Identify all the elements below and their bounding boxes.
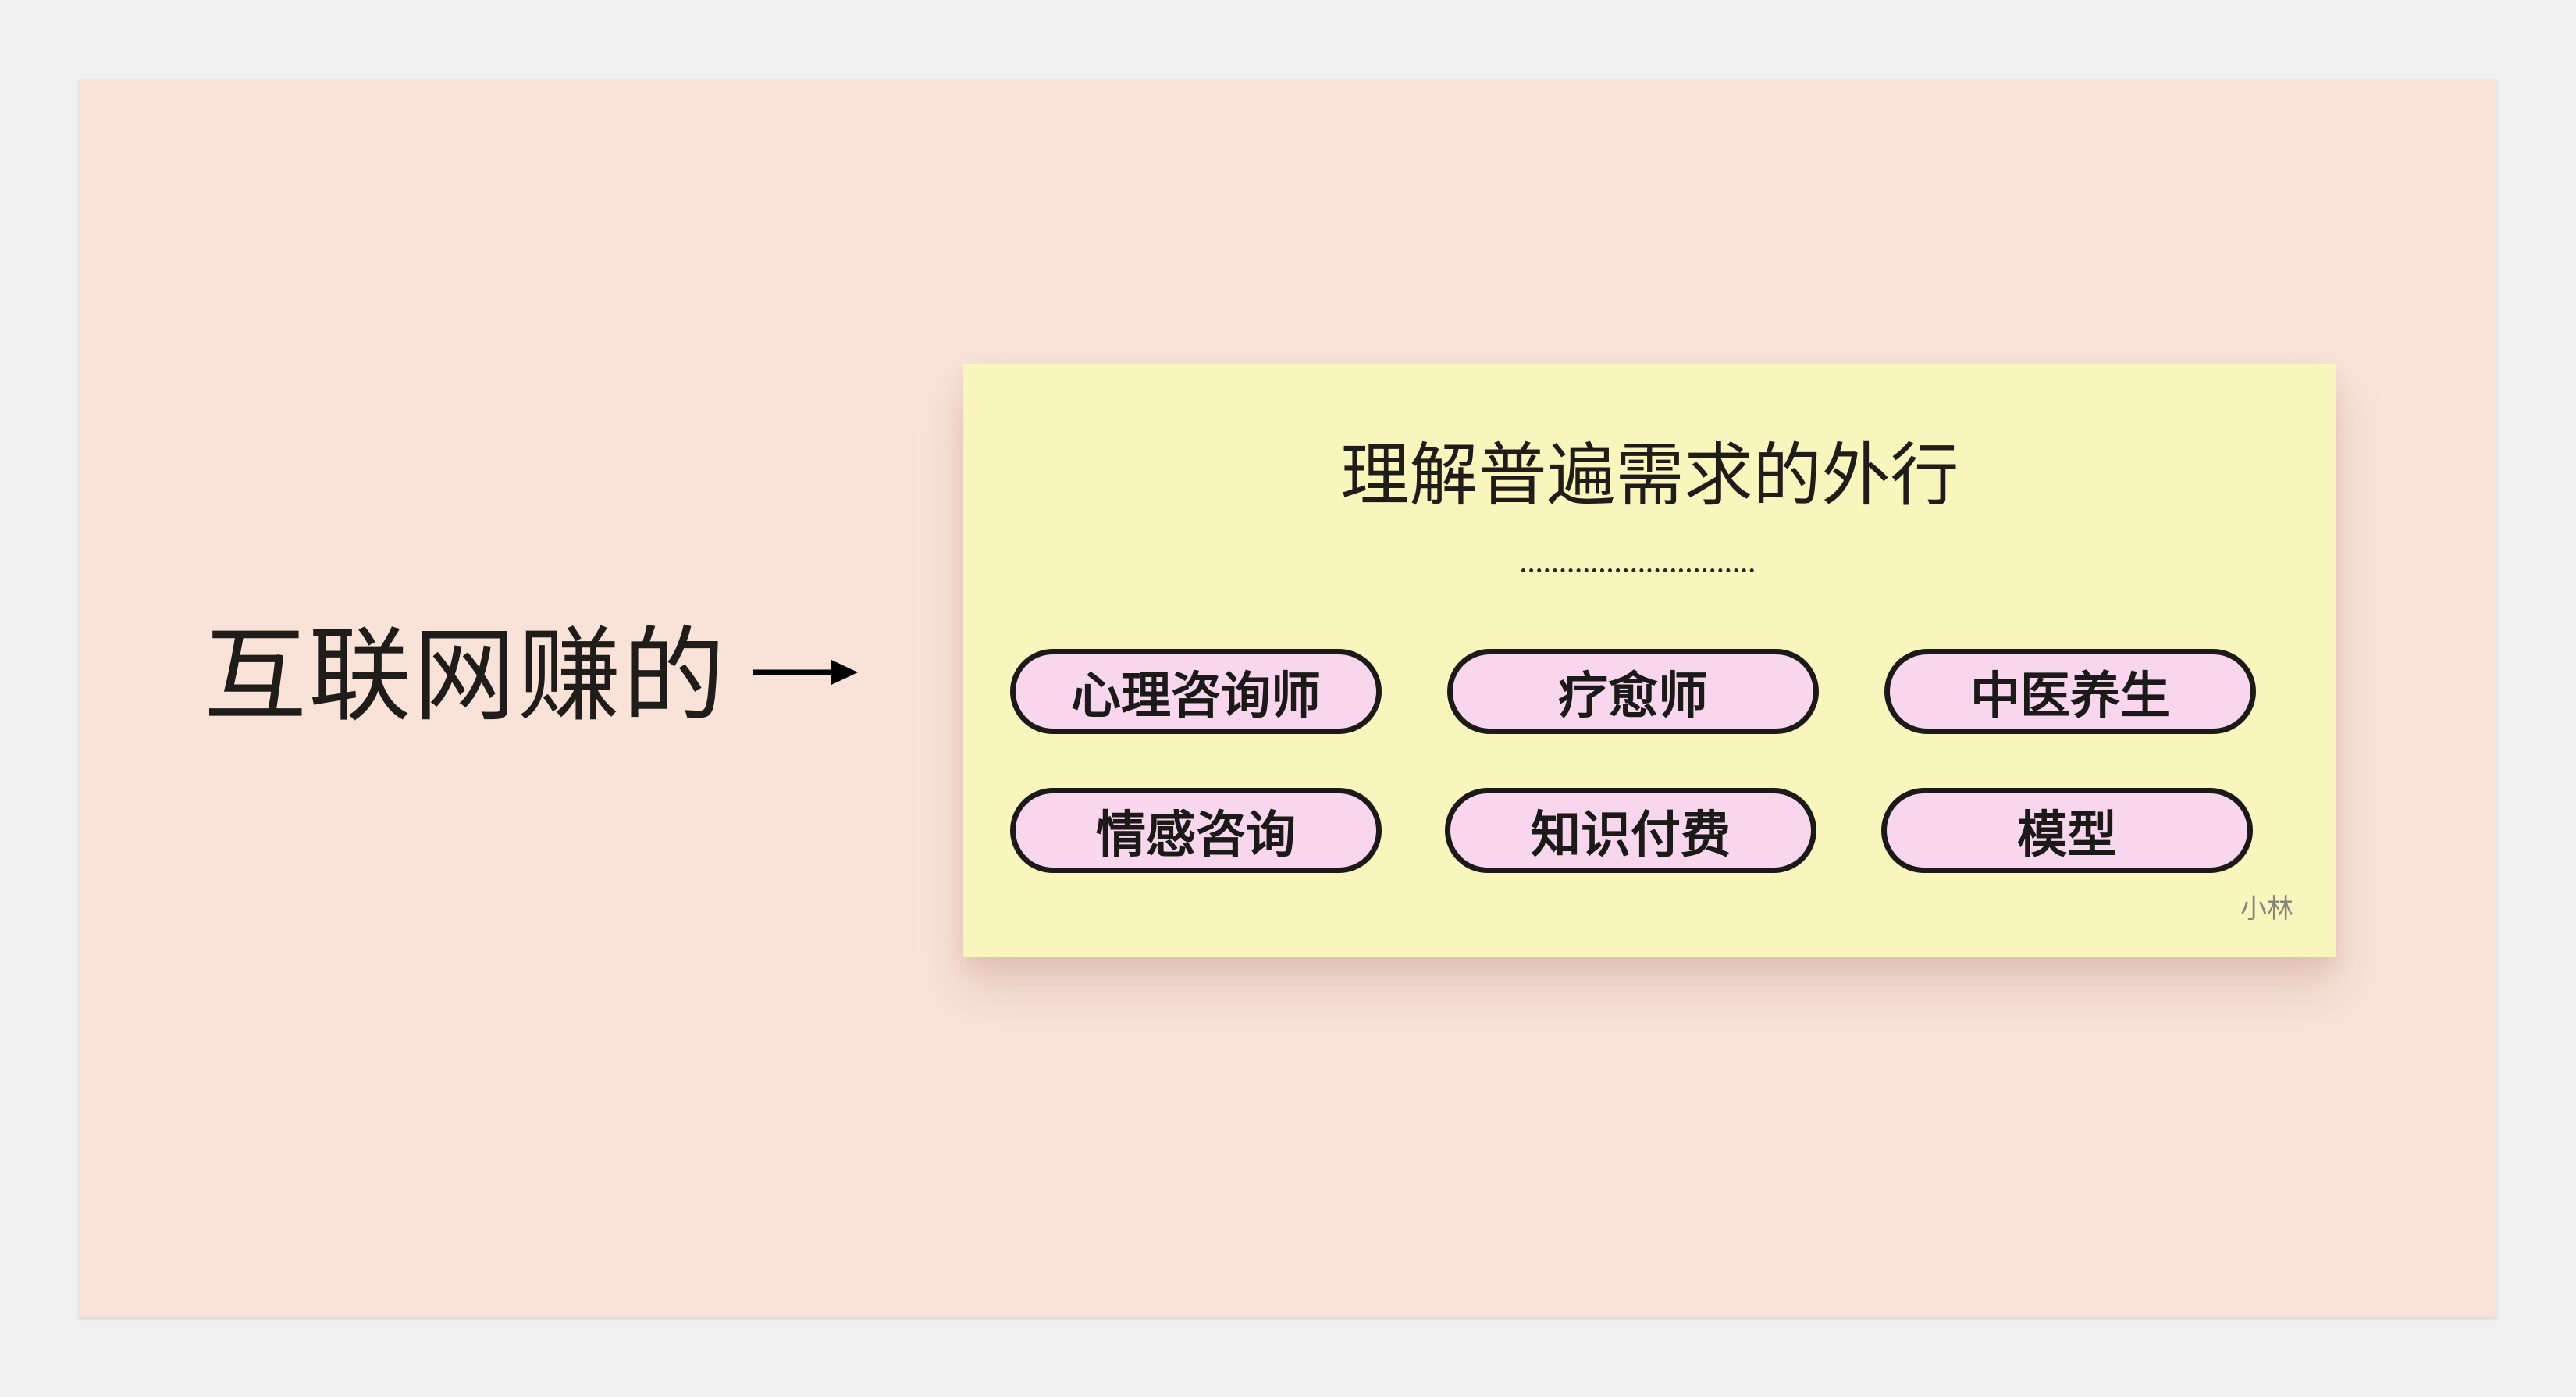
concept-card: 理解普遍需求的外行 心理咨询师 疗愈师 中医养生 情感咨询 知识付费 模型 小林: [963, 364, 2336, 957]
card-title: 理解普遍需求的外行: [1340, 435, 1959, 515]
author-signature: 小林: [2240, 893, 2293, 925]
tag-pill: 中医养生: [1884, 649, 2256, 734]
right-arrow-icon: [753, 660, 858, 685]
tag-pill: 模型: [1881, 788, 2253, 873]
tag-pill: 心理咨询师: [1010, 649, 1382, 734]
tag-pill: 疗愈师: [1447, 649, 1819, 734]
tag-pill: 情感咨询: [1010, 788, 1382, 873]
lead-text: 互联网赚的: [204, 616, 727, 736]
slide: 互联网赚的 理解普遍需求的外行 心理咨询师 疗愈师 中医养生 情感咨询 知识付费…: [79, 79, 2496, 1317]
dotted-divider: [1521, 568, 1754, 572]
tag-pill: 知识付费: [1445, 788, 1816, 873]
